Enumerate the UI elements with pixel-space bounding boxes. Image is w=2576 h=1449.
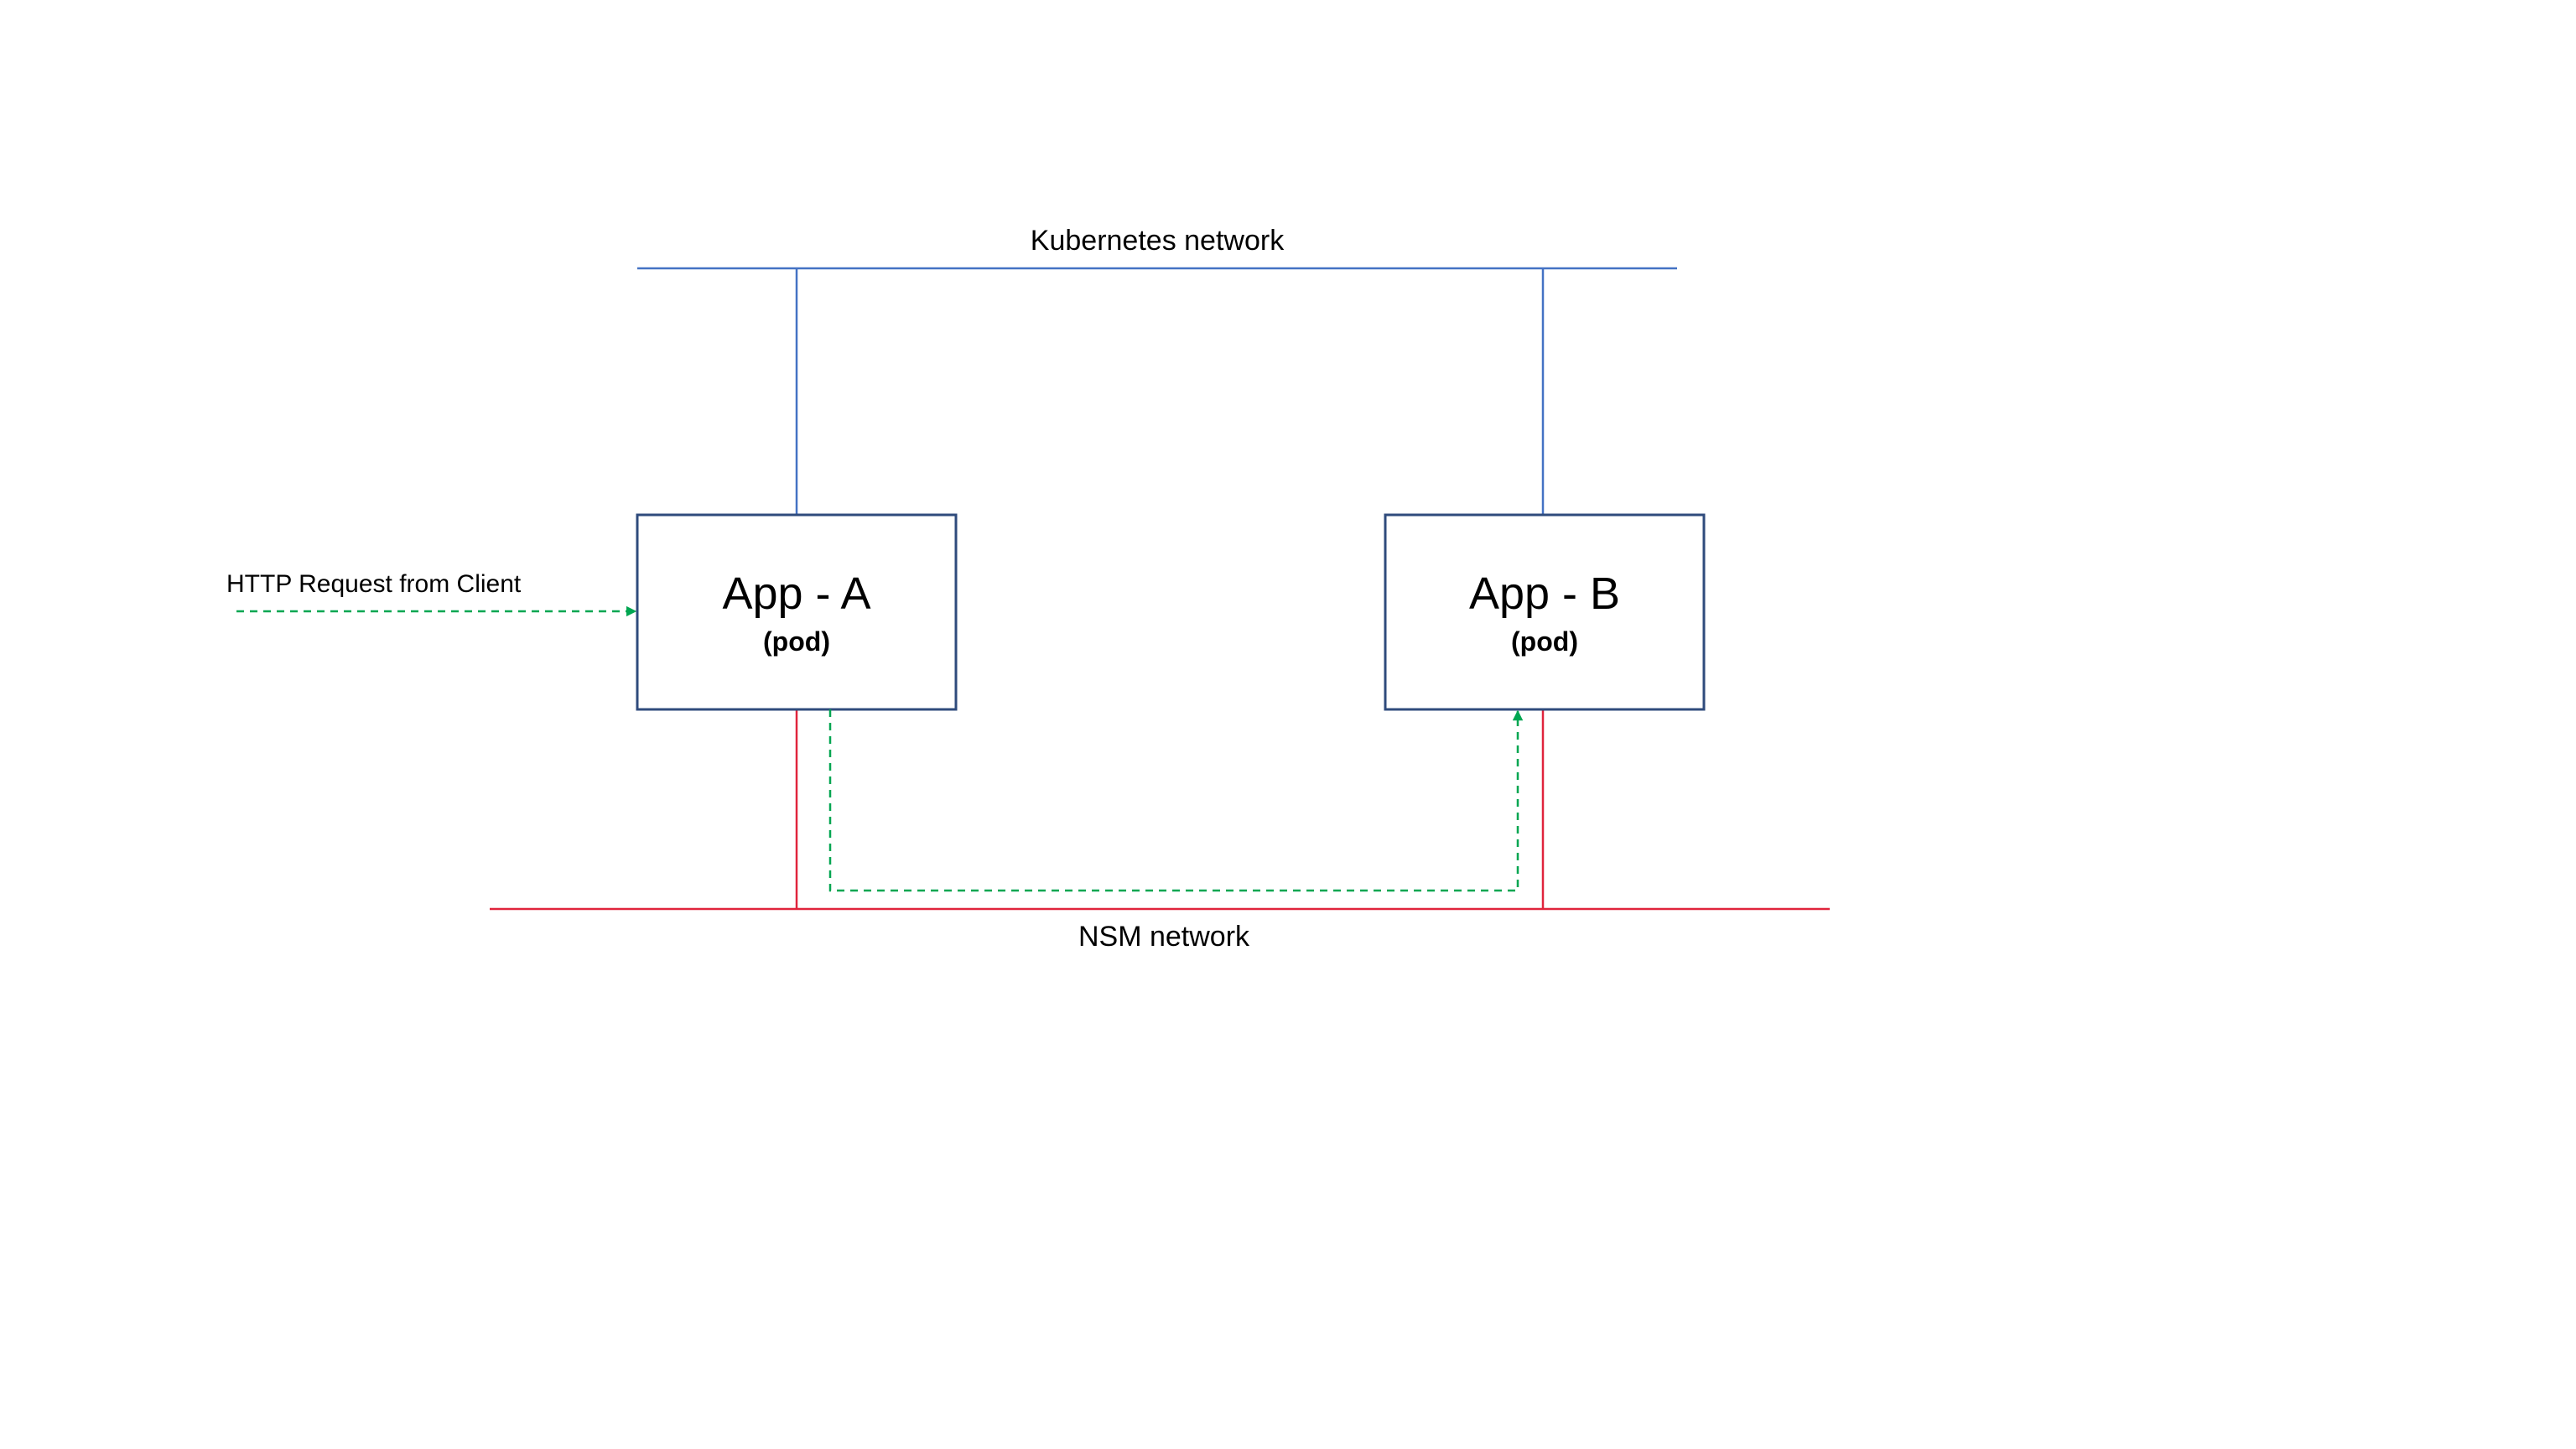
pod-app-b-title: App - B	[1469, 569, 1620, 619]
kubernetes-network-label: Kubernetes network	[1031, 225, 1285, 257]
nsm-network-label: NSM network	[1078, 921, 1250, 953]
pod-app-a-subtitle: (pod)	[763, 626, 830, 657]
nsm-network: NSM network	[490, 709, 1830, 953]
pod-app-a-box	[636, 513, 958, 711]
traffic-path	[828, 709, 1524, 892]
pod-app-a: App - A (pod)	[636, 513, 958, 711]
kubernetes-network: Kubernetes network	[637, 225, 1677, 515]
pod-app-a-title: App - A	[722, 569, 870, 619]
client-request: HTTP Request from Client	[226, 570, 637, 617]
pod-app-b-subtitle: (pod)	[1511, 626, 1578, 657]
traffic-path-arrow	[828, 709, 1524, 892]
client-request-label: HTTP Request from Client	[226, 570, 522, 598]
pod-app-b: App - B (pod)	[1384, 513, 1706, 711]
pod-app-b-box	[1384, 513, 1706, 711]
